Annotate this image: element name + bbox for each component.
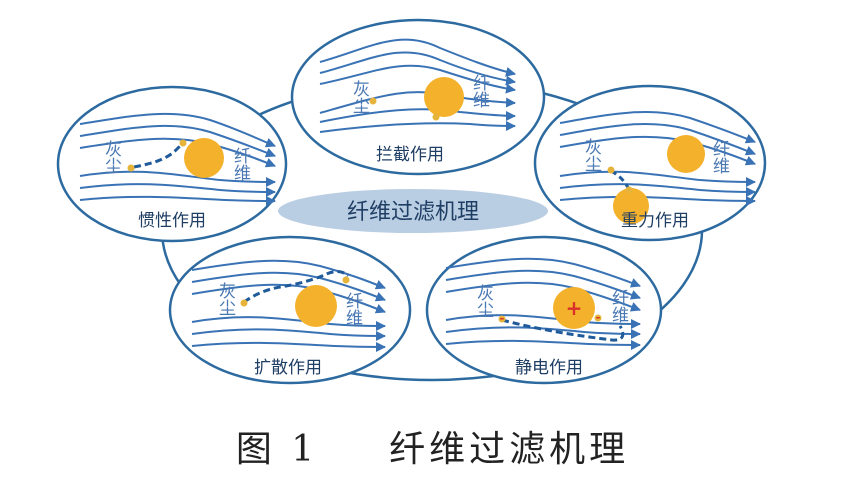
diffusion-dust-label: 灰尘 xyxy=(215,282,236,316)
gravity-dust xyxy=(607,166,615,174)
mechanism-interception: 灰尘 纤维 拦截作用 xyxy=(290,18,546,176)
interception-streamlines xyxy=(319,38,516,133)
gravity-fiber xyxy=(667,135,705,173)
figure-caption: 图 1 纤维过滤机理 xyxy=(0,420,865,472)
mechanism-diffusion: 灰尘 纤维 扩散作用 xyxy=(168,235,412,385)
diffusion-dust-captured xyxy=(342,276,350,284)
gravity-fiber-lower xyxy=(613,188,649,224)
diffusion-dust xyxy=(240,299,248,307)
interception-fiber xyxy=(424,77,464,117)
inertia-dust-path xyxy=(133,141,185,169)
diffusion-fiber xyxy=(295,285,337,327)
interception-label: 拦截作用 xyxy=(376,145,444,165)
inertia-dust-label: 灰尘 xyxy=(101,140,122,174)
inertia-fiber xyxy=(184,138,224,178)
gravity-label: 重力作用 xyxy=(621,211,689,231)
inertia-dust xyxy=(127,164,135,172)
center-label: 纤维过滤机理 xyxy=(347,200,479,225)
diffusion-label: 扩散作用 xyxy=(254,358,322,378)
interception-dust xyxy=(369,97,377,105)
electrostatic-dust xyxy=(498,315,506,323)
inertia-fiber-label: 纤维 xyxy=(230,147,251,181)
interception-ellipse xyxy=(290,18,546,176)
electrostatic-fiber-label: 纤维 xyxy=(608,289,629,323)
gravity-dust-label: 灰尘 xyxy=(581,138,602,172)
electrostatic-dust-charge: - xyxy=(500,312,505,325)
electrostatic-streamlines xyxy=(445,257,641,350)
electrostatic-near-charge: - xyxy=(596,311,601,324)
diffusion-fiber-label: 纤维 xyxy=(342,292,363,326)
diffusion-dust-path xyxy=(243,270,350,304)
inertia-dust-captured xyxy=(179,139,187,147)
figure-title: 纤维过滤机理 xyxy=(389,429,630,470)
interception-dust-label: 灰尘 xyxy=(349,80,370,114)
interception-dust-captured xyxy=(432,113,440,121)
electrostatic-fiber xyxy=(553,287,595,329)
electrostatic-dust-path xyxy=(501,318,625,342)
mechanism-inertia: 灰尘 纤维 惯性作用 xyxy=(56,85,288,243)
inertia-label: 惯性作用 xyxy=(138,211,206,231)
gravity-dust-captured xyxy=(625,186,633,194)
inertia-ellipse xyxy=(56,85,288,243)
electrostatic-fiber-charge: + xyxy=(566,296,583,320)
mechanism-gravity: 灰尘 纤维 重力作用 xyxy=(533,84,767,242)
electrostatic-dust-near xyxy=(594,314,602,322)
electrostatic-label: 静电作用 xyxy=(515,358,583,378)
mechanism-electrostatic: + - - 灰尘 纤维 静电作用 xyxy=(425,235,663,385)
interception-fiber-label: 纤维 xyxy=(469,74,490,108)
figure-number: 图 1 xyxy=(235,429,319,470)
gravity-fiber-label: 纤维 xyxy=(709,140,730,174)
electrostatic-dust-label: 灰尘 xyxy=(473,284,494,318)
center-ellipse xyxy=(278,189,548,233)
center-label-group: 纤维过滤机理 xyxy=(278,189,548,233)
